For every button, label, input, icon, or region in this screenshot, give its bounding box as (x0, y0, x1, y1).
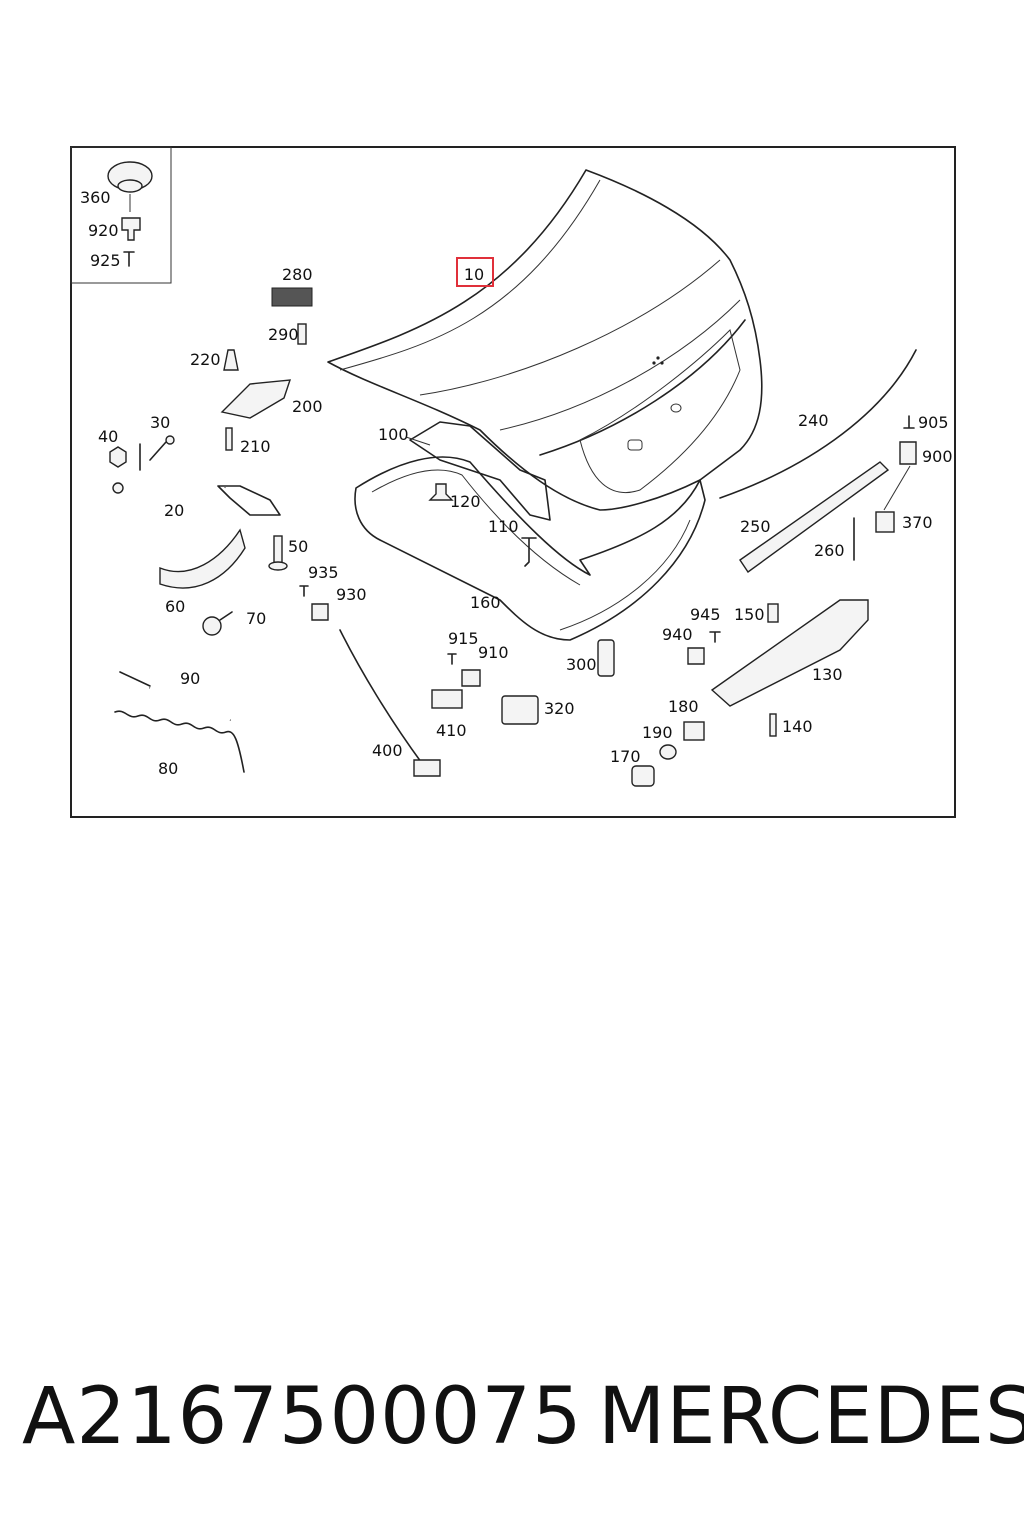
part-30-screw (149, 435, 175, 461)
label-130: 130 (812, 665, 843, 684)
part-915-pin (447, 653, 457, 665)
part-300-buffer (597, 639, 615, 677)
part-20-hinge-arm (112, 443, 281, 540)
part-940-clip (687, 647, 705, 665)
label-400: 400 (372, 741, 403, 760)
label-360: 360 (80, 188, 111, 207)
label-940: 940 (662, 625, 693, 644)
label-90: 90 (180, 669, 200, 688)
label-100: 100 (378, 425, 409, 444)
label-945: 945 (690, 605, 721, 624)
part-40-nut (109, 446, 127, 468)
label-935: 935 (308, 563, 339, 582)
label-910: 910 (478, 643, 509, 662)
label-40: 40 (98, 427, 118, 446)
label-220: 220 (190, 350, 221, 369)
part-370-clip (875, 465, 911, 533)
label-320: 320 (544, 699, 575, 718)
part-290-bolt (297, 323, 307, 345)
label-20: 20 (164, 501, 184, 520)
label-210: 210 (240, 437, 271, 456)
part-930-clip (311, 603, 329, 621)
label-240: 240 (798, 411, 829, 430)
label-80: 80 (158, 759, 178, 778)
label-70: 70 (246, 609, 266, 628)
part-170-camera (631, 765, 655, 787)
label-920: 920 (88, 221, 119, 240)
label-120: 120 (450, 492, 481, 511)
label-925: 925 (90, 251, 121, 270)
part-200-latch-plate (220, 379, 292, 419)
part-50-bolt (268, 535, 288, 571)
part-80-spring (114, 710, 245, 773)
footer-brand: MERCEDES (598, 1372, 1024, 1462)
part-120-clip (428, 483, 454, 501)
label-60: 60 (165, 597, 185, 616)
part-945-pin (709, 631, 721, 643)
label-150: 150 (734, 605, 765, 624)
part-150-spacer (767, 603, 779, 623)
part-140-screw (769, 713, 777, 737)
part-10-trunk-lid (327, 169, 763, 511)
label-200: 200 (292, 397, 323, 416)
part-190-seal (659, 744, 677, 760)
part-905-pin (903, 415, 915, 429)
label-50: 50 (288, 537, 308, 556)
part-130-handle-trim (710, 599, 869, 707)
label-160: 160 (470, 593, 501, 612)
part-280-block (271, 287, 313, 307)
part-900-clip (899, 441, 917, 465)
part-925-pin (123, 251, 135, 267)
part-180-sensor (683, 721, 705, 741)
footer-part-number: A2167500075 (22, 1372, 583, 1462)
label-170: 170 (610, 747, 641, 766)
label-110: 110 (488, 517, 519, 536)
part-160-inner-frame (354, 456, 706, 641)
part-240-trim-strip (719, 349, 917, 499)
part-360-button (107, 161, 153, 212)
part-920-clip (121, 217, 141, 241)
label-410: 410 (436, 721, 467, 740)
part-70-clip (202, 611, 233, 636)
part-110-pin (521, 537, 537, 567)
label-280: 280 (282, 265, 313, 284)
part-250-bracket (739, 461, 890, 573)
label-905: 905 (918, 413, 949, 432)
label-250: 250 (740, 517, 771, 536)
label-915: 915 (448, 629, 479, 648)
label-10: 10 (464, 265, 484, 284)
part-400-release-cable (339, 629, 441, 777)
part-220-bump-stop (223, 349, 239, 371)
part-410-switch (431, 689, 463, 709)
inset-box (70, 146, 172, 284)
highlight-box (456, 257, 494, 287)
part-910-clip (461, 669, 481, 687)
label-30: 30 (150, 413, 170, 432)
label-900: 900 (922, 447, 953, 466)
label-370: 370 (902, 513, 933, 532)
part-210-screw (225, 427, 233, 451)
part-60-cover (159, 528, 246, 589)
label-180: 180 (668, 697, 699, 716)
label-190: 190 (642, 723, 673, 742)
label-300: 300 (566, 655, 597, 674)
label-140: 140 (782, 717, 813, 736)
part-320-lock-actuator (501, 695, 539, 725)
part-90-gas-strut (119, 671, 231, 723)
label-930: 930 (336, 585, 367, 604)
part-100-bracket (405, 421, 551, 521)
label-260: 260 (814, 541, 845, 560)
part-935-pin (299, 585, 309, 597)
label-290: 290 (268, 325, 299, 344)
